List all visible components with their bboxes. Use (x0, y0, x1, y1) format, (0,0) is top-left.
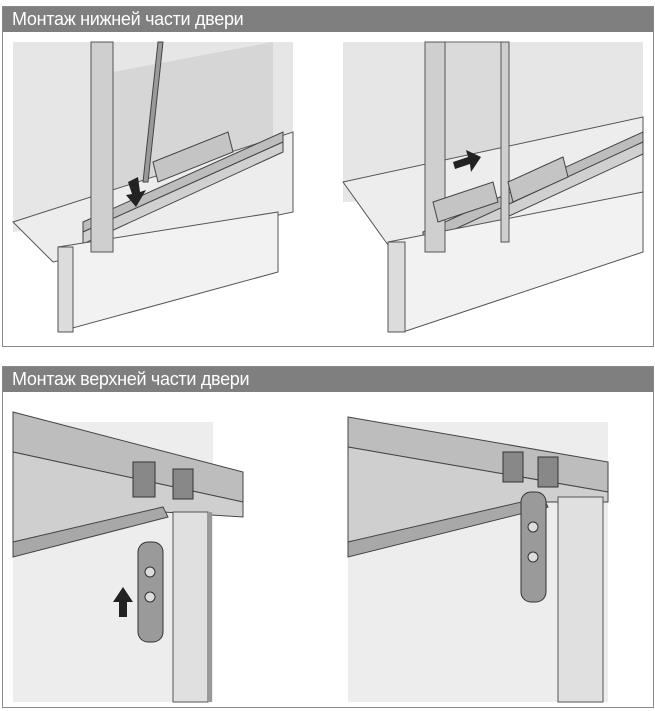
bottom-mounting-section: Монтаж нижней части двери (2, 6, 654, 347)
top-step-2-illustration (347, 416, 609, 703)
arrow-up-icon (113, 587, 133, 617)
bottom-step-2-illustration (342, 41, 644, 333)
section-title: Монтаж верхней части двери (3, 367, 653, 392)
top-mounting-section: Монтаж верхней части двери (2, 366, 654, 708)
section-title: Монтаж нижней части двери (3, 7, 653, 32)
arrow-down-icon (126, 177, 146, 207)
bottom-step-1-illustration (12, 41, 294, 333)
arrow-right-icon (453, 150, 481, 172)
top-step-1-illustration (12, 411, 244, 703)
